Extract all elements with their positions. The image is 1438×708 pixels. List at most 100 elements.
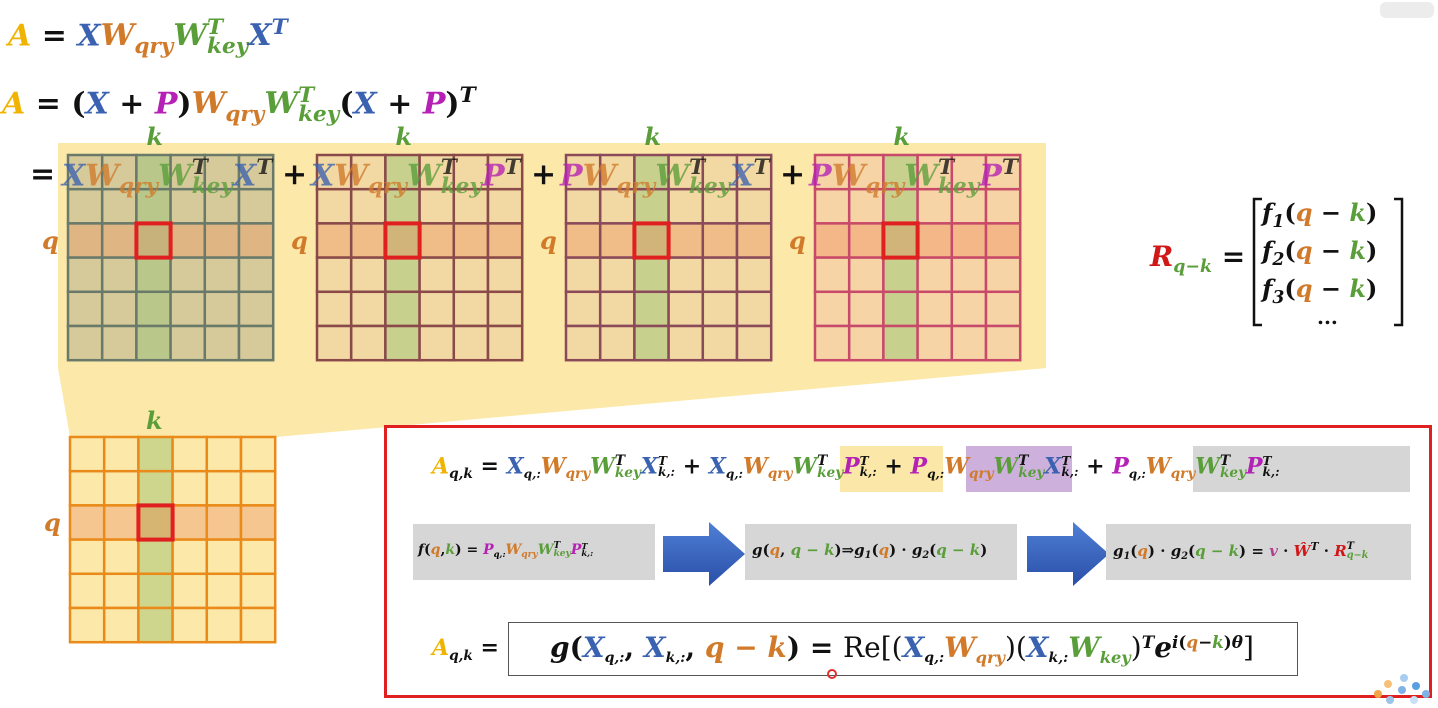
rope-sup-T: T	[1141, 631, 1155, 652]
matrix-cell	[984, 222, 1022, 259]
eq2-open-paren: (	[71, 86, 86, 122]
R-subscript: q−k	[1173, 257, 1212, 278]
beq1-t4-P-sub: q,:	[1128, 466, 1146, 481]
eq1-W1-sub: qry	[134, 33, 174, 59]
f-P2-sub: k,:	[581, 548, 594, 559]
detail-matrix-cell	[137, 606, 174, 644]
cursor-dot-icon	[827, 669, 837, 679]
beq1-t4-P: P	[1112, 453, 1129, 480]
rope-W4: W	[1068, 631, 1100, 664]
matrix-cell	[349, 153, 387, 191]
detail-matrix-cell	[137, 504, 174, 541]
beq1-A: A	[432, 453, 450, 480]
beq1-t2-P: P	[843, 453, 860, 480]
eq2-W2-sub: key	[298, 102, 340, 128]
term-W-key-sub: key	[191, 174, 233, 200]
rope-W3-sub: qry	[975, 647, 1005, 667]
eq1-X: X	[77, 18, 101, 54]
eq2-W2-sup: T	[298, 83, 315, 108]
R-arg-q: q	[1295, 198, 1313, 227]
g-implies-arrow: ⇒	[841, 541, 855, 559]
R-arg-k: k	[1349, 236, 1366, 265]
R-arg-k: k	[1349, 274, 1366, 303]
term-W-key-sub: key	[440, 174, 482, 200]
term-right: P	[979, 158, 1002, 194]
matrix-cell	[735, 222, 773, 259]
eq2-X: X	[85, 86, 109, 122]
rope-X1: X	[582, 631, 605, 664]
R-f: f	[1262, 236, 1273, 265]
rope-X3-sub: q,:	[924, 649, 945, 666]
beq1-plus-3: +	[1086, 453, 1105, 480]
detail-matrix-cell	[171, 469, 209, 507]
R-f-sub: 2	[1272, 250, 1285, 271]
eq1-W-qry: Wqry	[100, 18, 174, 57]
matrix-cell	[735, 153, 773, 191]
beq1-t1-X-sub: q,:	[523, 466, 541, 481]
h-dot-2: ·	[1283, 541, 1289, 560]
term-left: P	[809, 158, 832, 194]
detail-matrix-cell	[68, 504, 106, 541]
detail-matrix-cell	[239, 504, 277, 541]
h-g1-sub: 1	[1123, 551, 1131, 563]
f-W: W	[505, 542, 522, 559]
term-W-qry-sub: qry	[616, 173, 656, 199]
beq1-t4-W: W	[1145, 453, 1171, 480]
h-R-sub: q−k	[1346, 549, 1369, 561]
detail-matrix-cell	[102, 469, 140, 507]
eq3-equals: =	[30, 157, 56, 192]
beq1-equals: =	[480, 453, 499, 480]
rope-exp-q: q	[1186, 631, 1199, 652]
beq1-t2-X: X	[708, 453, 726, 480]
f-W2: W	[537, 542, 554, 559]
beq1-plus-1: +	[682, 453, 702, 480]
matrix-4-q-label: q	[789, 226, 806, 255]
beq1-t4-W2-sub: key	[1219, 465, 1246, 482]
detail-matrix-cell	[239, 538, 277, 576]
h-g2-arg: q − k	[1195, 541, 1240, 560]
h-g2-sub: 2	[1181, 551, 1189, 563]
highlight-term-4	[1193, 446, 1410, 492]
matrix-cell	[667, 324, 705, 362]
beq1-t3-P: P	[910, 453, 928, 480]
right-arrow-icon	[663, 522, 745, 586]
matrix-cell	[203, 222, 241, 259]
eq1-W1: W	[100, 18, 135, 54]
term-W-qry: W	[334, 158, 368, 194]
term-W-qry: W	[831, 158, 866, 194]
detail-matrix-cell	[102, 435, 140, 473]
eq2-close-paren: )	[177, 86, 192, 122]
rope-X4-sub: k,:	[1048, 649, 1069, 666]
matrix-4	[813, 153, 1022, 362]
highlight-term-3	[966, 446, 1072, 492]
matrix-cell	[237, 324, 275, 362]
beq1-t3-X-sub: k,:	[1061, 465, 1079, 480]
matrix-cell	[203, 153, 241, 191]
eq2-W1: W	[191, 86, 226, 122]
beq3-equals: =	[480, 635, 499, 661]
term-W-key-sup: T	[440, 155, 457, 180]
R-paren-close: )	[1365, 236, 1378, 265]
plus-sign-3: +	[780, 157, 806, 192]
term-W-key: W	[904, 158, 938, 194]
detail-matrix-cell	[102, 504, 140, 541]
eq1-equals: =	[41, 18, 67, 54]
f-arg-k: k	[445, 542, 456, 559]
beq1-t1-X: X	[506, 453, 524, 480]
f-P-sub: q,:	[493, 549, 506, 560]
term-right-sup: T	[1001, 154, 1018, 180]
detail-matrix-cell	[68, 435, 106, 473]
beq1-t2-W2-sup: T	[817, 453, 828, 469]
R-minus: −	[1312, 274, 1350, 303]
matrix-cell	[735, 290, 773, 328]
beq1-t1-X2: X	[640, 453, 658, 480]
